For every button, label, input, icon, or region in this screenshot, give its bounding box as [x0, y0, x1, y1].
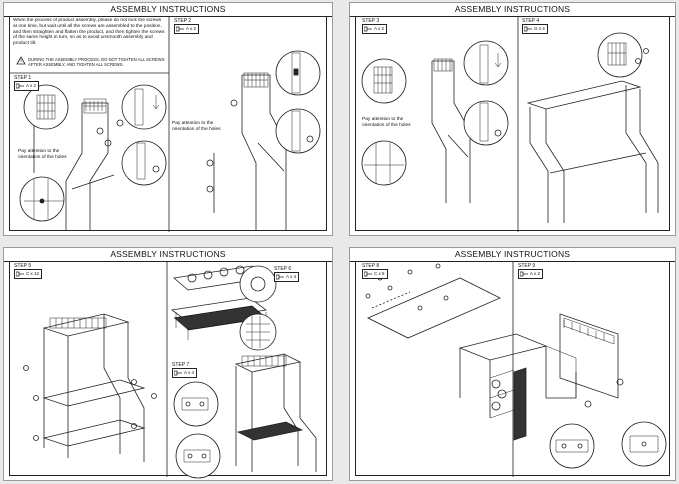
step-9-label: STEP 9 — [518, 263, 536, 269]
step-5-parts: C x 12 — [14, 269, 43, 279]
assembly-illustration-4 — [365, 262, 667, 477]
step-2-part-count: A x 2 — [186, 26, 197, 31]
hole-orientation-note: Pay attention to the orientation of the … — [362, 117, 411, 128]
screw-icon — [16, 271, 24, 277]
step-5-label: STEP 5 — [14, 263, 32, 269]
page-frame — [9, 16, 327, 231]
step-6-part-count: A x 4 — [286, 274, 297, 279]
screw-icon — [16, 83, 24, 89]
step-7-part-count: A x 4 — [184, 370, 195, 375]
instruction-page-4: ASSEMBLY INSTRUCTIONS STEP 8 C x 5 STEP … — [349, 247, 676, 481]
instruction-page-1: ASSEMBLY INSTRUCTIONS — [3, 2, 333, 236]
assembly-illustration-1 — [9, 17, 321, 232]
step-1-parts: A x 2 — [14, 81, 40, 91]
intro-paragraph: When the process of product assembly, pl… — [13, 18, 165, 47]
step-4-label: STEP 4 — [522, 18, 540, 24]
screw-icon — [364, 271, 372, 277]
step-3-parts: A x 2 — [362, 24, 388, 34]
step-7-parts: A x 4 — [172, 368, 198, 378]
step-9-part-count: A x 2 — [530, 271, 541, 276]
step-6-label: STEP 6 — [274, 266, 292, 272]
assembly-illustration-3 — [23, 262, 317, 479]
step-2-parts: A x 2 — [174, 24, 200, 34]
step-9-parts: A x 2 — [518, 269, 544, 279]
hole-orientation-note: Pay attention to the orientation of the … — [172, 121, 221, 132]
screw-icon — [520, 271, 528, 277]
page-frame — [355, 261, 670, 476]
instruction-page-3: ASSEMBLY INSTRUCTIONS STEP 5 — [3, 247, 333, 481]
screw-icon — [176, 26, 184, 32]
page-frame — [355, 16, 670, 231]
screw-icon — [364, 26, 372, 32]
step-4-parts: G x 4 — [522, 24, 548, 34]
step-7-label: STEP 7 — [172, 362, 190, 368]
step-3-part-count: A x 2 — [374, 26, 385, 31]
step-8-parts: C x 5 — [362, 269, 388, 279]
step-5-part-count: C x 12 — [26, 271, 40, 276]
hole-orientation-note: Pay attention to the orientation of the … — [18, 149, 67, 160]
assembly-illustration-2 — [361, 17, 659, 232]
instruction-page-2: ASSEMBLY INSTRUCTIONS STEP 3 A x 2 STEP … — [349, 2, 676, 236]
step-2-label: STEP 2 — [174, 18, 192, 24]
step-1-part-count: A x 2 — [26, 83, 37, 88]
warning-text: DURING THE ASSEMBLY PROCESS, DO NOT TIGH… — [28, 57, 165, 67]
step-6-parts: A x 4 — [274, 272, 300, 282]
step-8-part-count: C x 5 — [374, 271, 385, 276]
screw-icon — [524, 26, 532, 32]
screw-icon — [174, 370, 182, 376]
screw-icon — [276, 274, 284, 280]
step-3-label: STEP 3 — [362, 18, 380, 24]
page-frame — [9, 261, 327, 476]
step-1-label: STEP 1 — [14, 75, 32, 81]
step-8-label: STEP 8 — [362, 263, 380, 269]
step-4-part-count: G x 4 — [534, 26, 545, 31]
